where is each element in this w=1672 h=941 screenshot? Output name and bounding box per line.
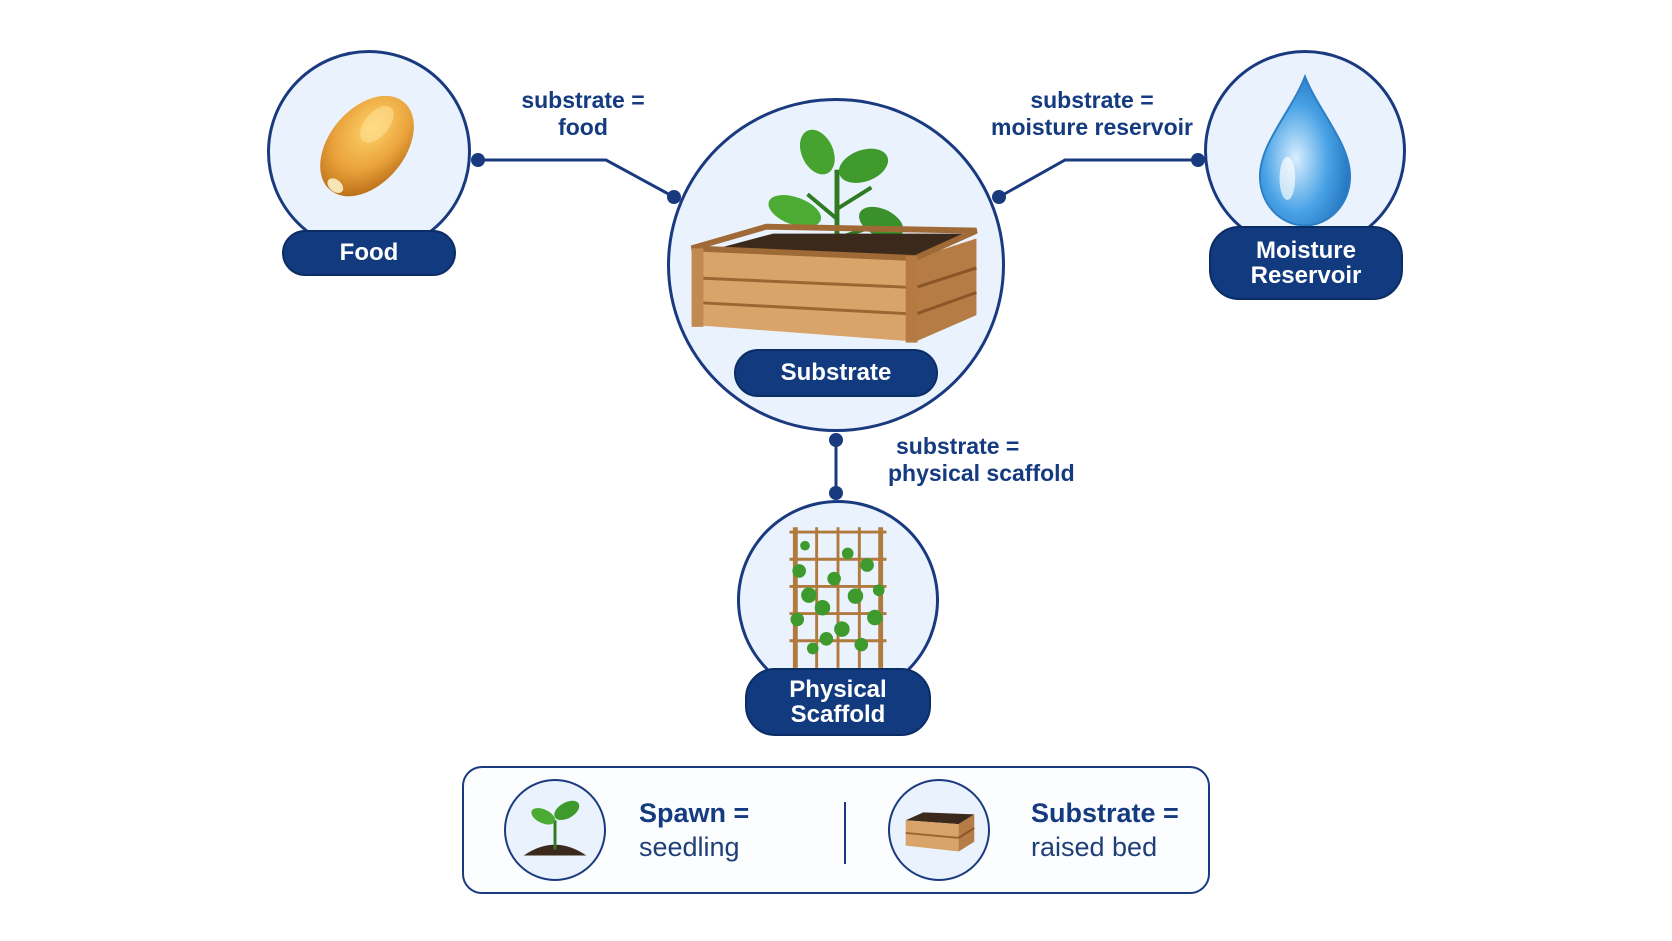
physical-scaffold-label: Physical Scaffold	[745, 668, 931, 736]
moisture-reservoir-label: Moisture Reservoir	[1209, 226, 1403, 300]
edge-label-line: substrate =	[1030, 87, 1154, 113]
connector-dot	[829, 486, 843, 500]
scaffold-edge-label: substrate = physical scaffold	[888, 433, 1108, 487]
legend-definition: seedling	[639, 832, 740, 862]
legend-box: Spawn = seedling Substrate = raised bed	[462, 766, 1210, 894]
legend-term: Substrate =	[1031, 798, 1179, 828]
substrate-label: Substrate	[734, 349, 938, 397]
food-edge-label: substrate = food	[503, 87, 663, 141]
legend-substrate: Substrate = raised bed	[1031, 796, 1179, 864]
connector-dot	[471, 153, 485, 167]
raised-bed-icon	[888, 779, 990, 881]
food-node	[267, 50, 471, 254]
edge-label-line: physical scaffold	[888, 460, 1075, 486]
legend-definition: raised bed	[1031, 832, 1158, 862]
trellis-icon	[789, 527, 887, 668]
legend-term: Spawn =	[639, 798, 750, 828]
legend-divider	[844, 802, 846, 864]
connector-dot	[1191, 153, 1205, 167]
seedling-icon	[504, 779, 606, 881]
seed-icon	[320, 95, 414, 197]
moisture-edge-label: substrate = moisture reservoir	[972, 87, 1212, 141]
connector-dot	[829, 433, 843, 447]
moisture-node	[1204, 50, 1406, 252]
connector-moisture	[998, 158, 1198, 199]
edge-label-line: moisture reservoir	[991, 114, 1193, 140]
food-label: Food	[282, 230, 456, 276]
connector-food	[478, 158, 675, 199]
connector-dot	[992, 190, 1006, 204]
connector-dot	[667, 190, 681, 204]
edge-label-line: food	[558, 114, 608, 140]
edge-label-line: substrate =	[896, 433, 1020, 459]
edge-label-line: substrate =	[521, 87, 645, 113]
raised-bed-plant-icon	[690, 129, 978, 343]
legend-spawn: Spawn = seedling	[639, 796, 749, 864]
water-drop-icon	[1258, 73, 1352, 227]
